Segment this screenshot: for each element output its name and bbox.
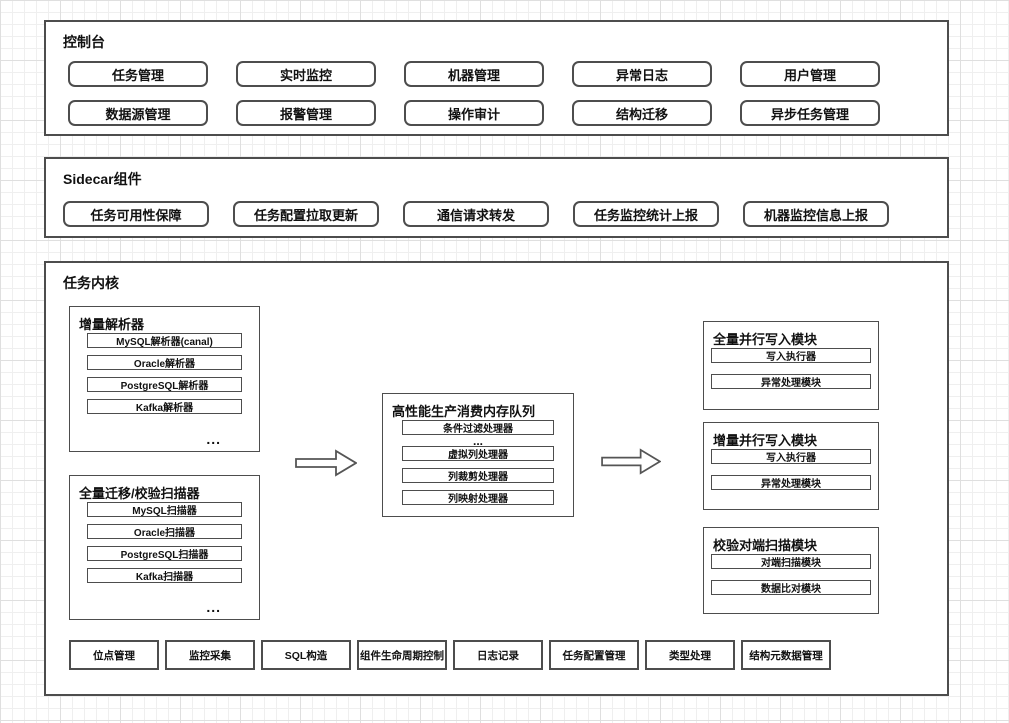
node-user-management[interactable]: 用户管理 [740, 61, 880, 87]
node-machine-monitor-report[interactable]: 机器监控信息上报 [743, 201, 889, 227]
node-postgresql-parser[interactable]: PostgreSQL解析器 [87, 377, 242, 392]
kernel-panel-title: 任务内核 [63, 275, 119, 291]
node-virtual-column-processor[interactable]: 虚拟列处理器 [402, 446, 554, 461]
full-scanner-group[interactable]: 全量迁移/校验扫描器 MySQL扫描器 Oracle扫描器 PostgreSQL… [69, 475, 260, 620]
console-row-2: 数据源管理 报警管理 操作审计 结构迁移 异步任务管理 [46, 100, 947, 126]
node-datasource-management[interactable]: 数据源管理 [68, 100, 208, 126]
node-mysql-parser[interactable]: MySQL解析器(canal) [87, 333, 242, 348]
console-row-1: 任务管理 实时监控 机器管理 异常日志 用户管理 [46, 61, 947, 87]
node-postgresql-scanner[interactable]: PostgreSQL扫描器 [87, 546, 242, 561]
node-inc-write-executor[interactable]: 写入执行器 [711, 449, 871, 464]
sidecar-panel[interactable]: Sidecar组件 任务可用性保障 任务配置拉取更新 通信请求转发 任务监控统计… [44, 157, 949, 238]
node-machine-management[interactable]: 机器管理 [404, 61, 544, 87]
right-arrow-connector-1[interactable] [295, 449, 357, 477]
node-data-compare-module[interactable]: 数据比对模块 [711, 580, 871, 595]
right-arrow-connector-2[interactable] [601, 448, 661, 475]
node-full-write-executor[interactable]: 写入执行器 [711, 348, 871, 363]
full-parallel-writer-group[interactable]: 全量并行写入模块 写入执行器 异常处理模块 [703, 321, 879, 410]
node-lifecycle-control[interactable]: 组件生命周期控制 [357, 640, 447, 670]
node-operation-audit[interactable]: 操作审计 [404, 100, 544, 126]
node-oracle-scanner[interactable]: Oracle扫描器 [87, 524, 242, 539]
incremental-parser-group[interactable]: 增量解析器 MySQL解析器(canal) Oracle解析器 PostgreS… [69, 306, 260, 452]
node-inc-exception-handler[interactable]: 异常处理模块 [711, 475, 871, 490]
sidecar-panel-title: Sidecar组件 [63, 171, 142, 187]
node-alert-management[interactable]: 报警管理 [236, 100, 376, 126]
node-full-exception-handler[interactable]: 异常处理模块 [711, 374, 871, 389]
node-column-prune-processor[interactable]: 列裁剪处理器 [402, 468, 554, 483]
node-schema-migration[interactable]: 结构迁移 [572, 100, 712, 126]
node-peer-scan-module[interactable]: 对端扫描模块 [711, 554, 871, 569]
memory-queue-group[interactable]: 高性能生产消费内存队列 条件过滤处理器 ... 虚拟列处理器 列裁剪处理器 列映… [382, 393, 574, 517]
incremental-parser-title: 增量解析器 [79, 317, 145, 332]
parser-more-ellipsis: ... [206, 431, 221, 447]
incremental-parallel-writer-group[interactable]: 增量并行写入模块 写入执行器 异常处理模块 [703, 422, 879, 510]
verify-peer-scan-group[interactable]: 校验对端扫描模块 对端扫描模块 数据比对模块 [703, 527, 879, 614]
incremental-parallel-writer-title: 增量并行写入模块 [713, 433, 818, 448]
node-schema-metadata-management[interactable]: 结构元数据管理 [741, 640, 831, 670]
node-oracle-parser[interactable]: Oracle解析器 [87, 355, 242, 370]
memory-queue-title: 高性能生产消费内存队列 [392, 404, 536, 419]
console-panel-title: 控制台 [63, 34, 105, 50]
node-task-management[interactable]: 任务管理 [68, 61, 208, 87]
node-condition-filter-processor[interactable]: 条件过滤处理器 [402, 420, 554, 435]
node-position-management[interactable]: 位点管理 [69, 640, 159, 670]
verify-peer-scan-title: 校验对端扫描模块 [713, 538, 818, 553]
full-parallel-writer-title: 全量并行写入模块 [713, 332, 818, 347]
node-async-task-management[interactable]: 异步任务管理 [740, 100, 880, 126]
node-task-config-management[interactable]: 任务配置管理 [549, 640, 639, 670]
full-scanner-title: 全量迁移/校验扫描器 [79, 486, 200, 501]
foundation-row: 位点管理 监控采集 SQL构造 组件生命周期控制 日志记录 任务配置管理 类型处… [69, 640, 831, 670]
node-task-availability-guard[interactable]: 任务可用性保障 [63, 201, 209, 227]
node-logging[interactable]: 日志记录 [453, 640, 543, 670]
node-mysql-scanner[interactable]: MySQL扫描器 [87, 502, 242, 517]
node-monitor-collection[interactable]: 监控采集 [165, 640, 255, 670]
node-type-handling[interactable]: 类型处理 [645, 640, 735, 670]
scanner-more-ellipsis: ... [206, 599, 221, 615]
node-kafka-scanner[interactable]: Kafka扫描器 [87, 568, 242, 583]
console-panel[interactable]: 控制台 任务管理 实时监控 机器管理 异常日志 用户管理 数据源管理 报警管理 … [44, 20, 949, 136]
node-task-config-pull-update[interactable]: 任务配置拉取更新 [233, 201, 379, 227]
sidecar-row: 任务可用性保障 任务配置拉取更新 通信请求转发 任务监控统计上报 机器监控信息上… [46, 201, 947, 227]
queue-more-ellipsis: ... [472, 434, 483, 448]
node-column-mapping-processor[interactable]: 列映射处理器 [402, 490, 554, 505]
node-kafka-parser[interactable]: Kafka解析器 [87, 399, 242, 414]
node-comm-request-forwarding[interactable]: 通信请求转发 [403, 201, 549, 227]
node-task-monitor-stats-report[interactable]: 任务监控统计上报 [573, 201, 719, 227]
node-sql-builder[interactable]: SQL构造 [261, 640, 351, 670]
node-realtime-monitoring[interactable]: 实时监控 [236, 61, 376, 87]
node-error-logs[interactable]: 异常日志 [572, 61, 712, 87]
kernel-panel[interactable]: 任务内核 增量解析器 MySQL解析器(canal) Oracle解析器 Pos… [44, 261, 949, 696]
